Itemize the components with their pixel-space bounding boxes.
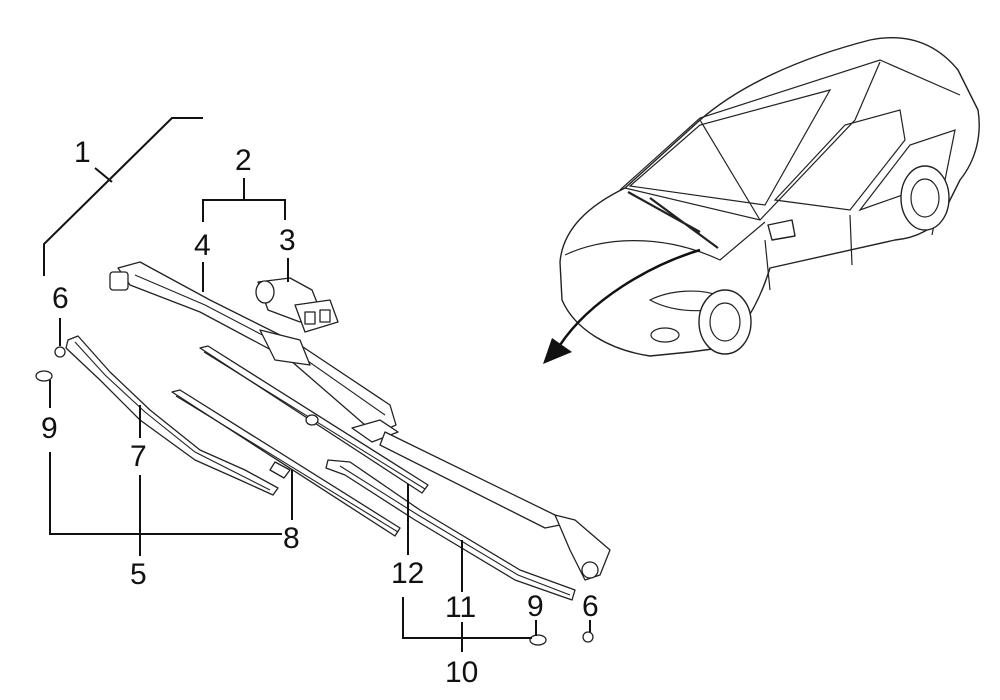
arrow-head <box>543 338 572 364</box>
nut-left <box>54 346 66 358</box>
callout-6-right: 6 <box>582 590 599 623</box>
callout-12: 12 <box>391 557 424 590</box>
callout-3: 3 <box>279 224 296 257</box>
callout-7: 7 <box>130 440 147 473</box>
callout-11: 11 <box>445 591 476 624</box>
callout-labels: 1 2 4 3 6 9 7 8 5 12 11 9 6 10 <box>41 136 599 689</box>
callout-2: 2 <box>235 144 252 177</box>
left-wiper-blade <box>171 389 401 537</box>
leader-lines <box>43 117 591 652</box>
callout-6-left: 6 <box>52 282 69 315</box>
callout-5: 5 <box>130 558 147 591</box>
parts <box>35 261 611 646</box>
wiper-motor <box>255 277 339 333</box>
car-illustration <box>543 37 980 364</box>
callout-4: 4 <box>194 229 211 262</box>
wiper-linkage-assembly <box>109 261 611 581</box>
callout-9-left: 9 <box>41 412 58 445</box>
center-wiper-blade <box>199 345 429 494</box>
right-wiper-arm <box>325 459 576 601</box>
callout-8: 8 <box>283 522 300 555</box>
nut-right <box>582 631 594 643</box>
callout-9-right: 9 <box>527 590 544 623</box>
cap-right <box>529 634 547 646</box>
left-wiper-arm <box>65 335 291 496</box>
callout-10: 10 <box>445 656 478 689</box>
cap-left <box>35 370 53 382</box>
callout-1: 1 <box>74 136 91 169</box>
